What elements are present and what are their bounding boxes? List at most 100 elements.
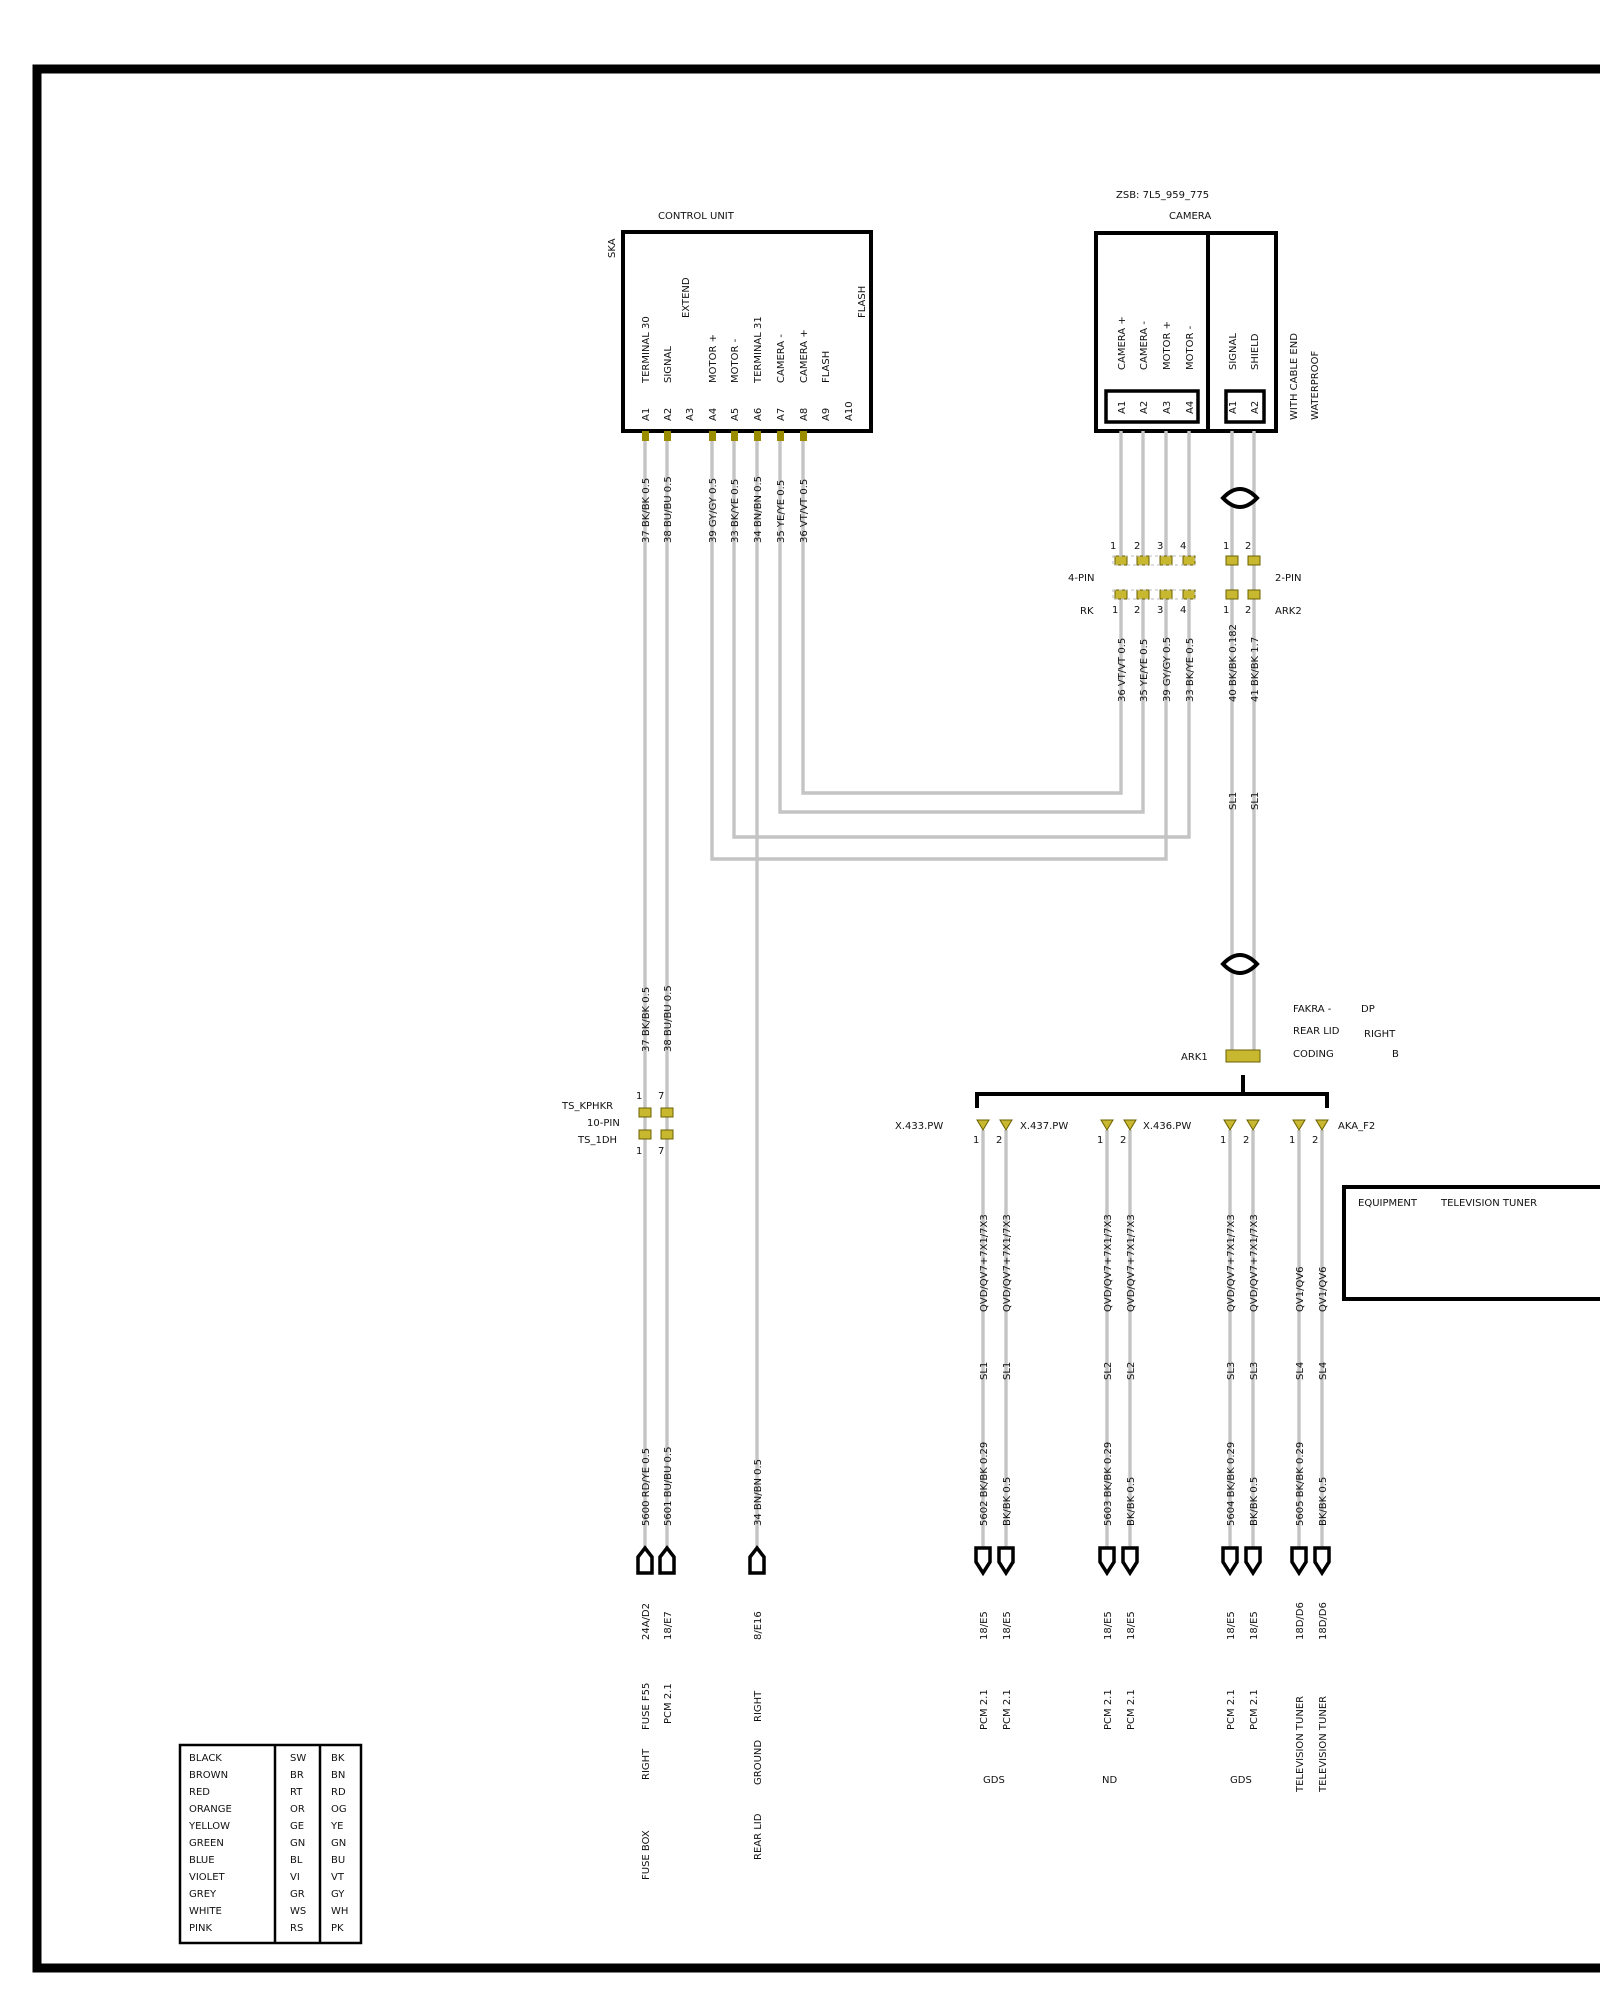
dest-label: FUSE F55	[641, 1683, 652, 1730]
cu-label2-A2: EXTEND	[681, 277, 692, 318]
splice-bus	[975, 1075, 1329, 1108]
dest-label: RIGHT	[753, 1690, 764, 1722]
legend-code-en: BK	[331, 1753, 345, 1764]
camera-pin-frame-b	[1224, 389, 1266, 424]
wires	[642, 431, 1324, 1548]
x-pin-num: 1	[1097, 1135, 1103, 1146]
legend-code-de: GN	[290, 1838, 305, 1849]
x-pin-num: 1	[973, 1135, 979, 1146]
camera-label-A3: MOTOR +	[1162, 321, 1173, 370]
group-label: GDS	[983, 1775, 1005, 1786]
legend-box	[178, 1743, 363, 1945]
ref-label: 18/E5	[1103, 1611, 1114, 1640]
cam-wire-label: 35 YE/YE 0.5	[1139, 639, 1150, 702]
camera-title: CAMERA	[1169, 211, 1211, 222]
x-connector-pin	[1315, 1119, 1329, 1131]
conn-2pin-num-bottom: 2	[1245, 605, 1251, 616]
legend-code-en: RD	[331, 1787, 346, 1798]
legend-color-name: YELLOW	[188, 1821, 230, 1832]
ref-label: 18/E5	[979, 1611, 990, 1640]
fakra-block: FAKRA - DP REAR LID RIGHT CODING B ARK1	[1181, 1004, 1399, 1063]
conn-2pin-top-pin	[1225, 555, 1239, 566]
ts-pin-top	[638, 1107, 652, 1118]
top-wire-label: 34 BN/BN 0.5	[753, 476, 764, 543]
frame	[32, 64, 1600, 1973]
legend-code-en: YE	[330, 1821, 343, 1832]
camera-note-2: WATERPROOF	[1310, 350, 1321, 420]
ref-label: 18/E7	[663, 1611, 674, 1640]
ts-n1-bottom: 1	[636, 1146, 642, 1157]
cu-label-A9: FLASH	[821, 351, 832, 383]
bottom-wire-label: BK/BK 0.5	[1126, 1477, 1137, 1526]
legend-code-en: GY	[331, 1889, 345, 1900]
x-connector-pin	[1223, 1119, 1237, 1131]
legend-code-en: BU	[331, 1855, 345, 1866]
wire-39	[710, 441, 1168, 861]
ref-label: 18D/D6	[1295, 1602, 1306, 1640]
ts-pin-bottom	[660, 1129, 674, 1140]
x-connector-label: AKA_F2	[1338, 1121, 1375, 1132]
conn-2pin-bottom-pin	[1247, 589, 1261, 600]
legend-code-en: GN	[331, 1838, 346, 1849]
sl-pair-label: SL3	[1226, 1362, 1237, 1380]
fakra-line3: CODING	[1293, 1049, 1334, 1060]
legend-code-de: VI	[290, 1872, 300, 1883]
cu-pin-marker-A7	[777, 431, 784, 441]
cu-pin-A5: A5	[730, 408, 741, 421]
sl-pair-label: SL4	[1295, 1362, 1306, 1380]
cu-pin-marker-A8	[800, 431, 807, 441]
legend-code-de: BR	[290, 1770, 304, 1781]
sl-label: SL1	[1228, 792, 1239, 810]
terminal-up	[636, 1545, 654, 1575]
mid-wire-label: 38 BU/BU 0.5	[663, 985, 674, 1052]
wire-36	[801, 441, 1123, 795]
x-pin-num: 2	[1120, 1135, 1126, 1146]
top-wire-label: 37 BK/BK 0.5	[641, 478, 652, 543]
sl-pair-label: SL1	[1002, 1362, 1013, 1380]
cu-pin-marker-A5	[731, 431, 738, 441]
cu-pin-marker-A4	[709, 431, 716, 441]
conn-2pin-num-bottom: 1	[1223, 605, 1229, 616]
dest-label: PCM 2.1	[1126, 1689, 1137, 1730]
camera-b-label-A1: SIGNAL	[1228, 333, 1239, 370]
qv-label: QVD/QV7+7X1/7X3	[1126, 1214, 1137, 1312]
cam-wire-label: 33 BK/YE 0.5	[1185, 638, 1196, 702]
camera-b-pin-A2: A2	[1250, 401, 1261, 414]
mid-wire-label: 37 BK/BK 0.5	[641, 987, 652, 1052]
ts-n7-top: 7	[658, 1091, 664, 1102]
dest-label: PCM 2.1	[1226, 1689, 1237, 1730]
dest-label: TELEVISION TUNER	[1318, 1696, 1329, 1793]
fakra-line3b: B	[1392, 1049, 1399, 1060]
top-wire-label: 33 BK/YE 0.5	[730, 479, 741, 543]
sl-pair-label: SL4	[1318, 1362, 1329, 1380]
cam-shield-label: 40 BK/BK 0.182	[1228, 624, 1239, 702]
x-connector-pin	[1246, 1119, 1260, 1131]
x-connector-label: X.436.PW	[1143, 1121, 1191, 1132]
ts-bottom-label: TS_1DH	[577, 1135, 617, 1146]
conn-4pin-num: 1	[1110, 541, 1116, 552]
conn-4pin-num-bottom: 2	[1134, 605, 1140, 616]
legend-code-de: RS	[290, 1923, 303, 1934]
terminal-down	[1221, 1546, 1239, 1577]
dest-label: REAR LID	[753, 1813, 764, 1860]
group-label: ND	[1102, 1775, 1117, 1786]
legend-color-name: GREY	[189, 1889, 217, 1900]
terminal-down	[1313, 1546, 1331, 1577]
conn-4pin-num-bottom: 4	[1180, 605, 1186, 616]
camera-pin-A4: A4	[1185, 401, 1196, 414]
cu-label-A2: SIGNAL	[663, 346, 674, 383]
ts-n1-top: 1	[636, 1091, 642, 1102]
qv-label: QV1/QV6	[1318, 1266, 1329, 1312]
x-pin-num: 1	[1220, 1135, 1226, 1146]
conn-rk-label: RK	[1080, 606, 1094, 617]
cu-pin-A4: A4	[708, 408, 719, 421]
sl-pair-label: SL2	[1103, 1362, 1114, 1380]
conn-4pin-top-pin	[1114, 555, 1128, 566]
conn-2pin-label: 2-PIN	[1275, 573, 1301, 584]
ref-label: 18/E5	[1226, 1611, 1237, 1640]
conn-2pin-num: 1	[1223, 541, 1229, 552]
equipment-box	[1342, 1185, 1600, 1301]
